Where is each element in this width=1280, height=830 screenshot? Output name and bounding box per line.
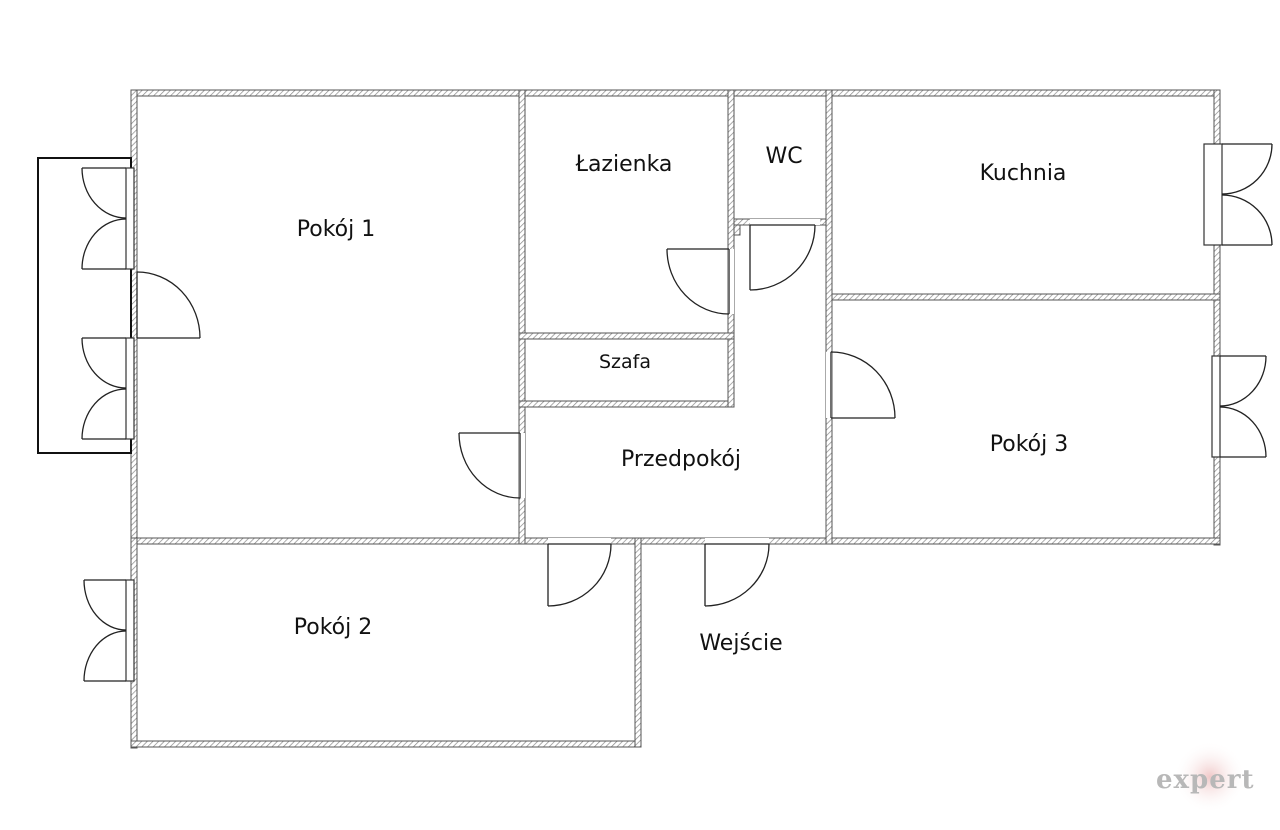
walls xyxy=(130,89,1221,749)
expert-watermark-logo: expert xyxy=(1156,741,1254,813)
room-label-przedpokoj: Przedpokój xyxy=(621,447,741,472)
room-label-pokoj3: Pokój 3 xyxy=(990,432,1068,457)
door-pokoj2 xyxy=(547,538,612,607)
room-label-wc: WC xyxy=(765,144,802,169)
balcony xyxy=(37,157,132,454)
room-label-lazienka: Łazienka xyxy=(575,152,673,177)
watermark-text: expert xyxy=(1156,765,1254,795)
window-pokoj1-upper xyxy=(81,167,135,270)
door-entrance xyxy=(704,538,770,607)
room-label-pokoj2: Pokój 2 xyxy=(294,615,372,640)
window-pokoj3 xyxy=(1211,355,1267,458)
room-label-kuchnia: Kuchnia xyxy=(980,161,1067,186)
room-label-pokoj1: Pokój 1 xyxy=(297,217,375,242)
window-pokoj1-lower xyxy=(81,337,135,440)
door-pokoj3 xyxy=(826,351,896,419)
window-kuchnia xyxy=(1203,143,1273,246)
door-pokoj1-balcony xyxy=(136,271,201,339)
door-lazienka xyxy=(666,248,734,315)
room-label-wejscie: Wejście xyxy=(699,631,782,656)
door-pokoj1-hall xyxy=(458,432,525,499)
door-wc xyxy=(749,219,820,291)
room-label-szafa: Szafa xyxy=(599,351,651,373)
window-pokoj2 xyxy=(83,579,135,682)
